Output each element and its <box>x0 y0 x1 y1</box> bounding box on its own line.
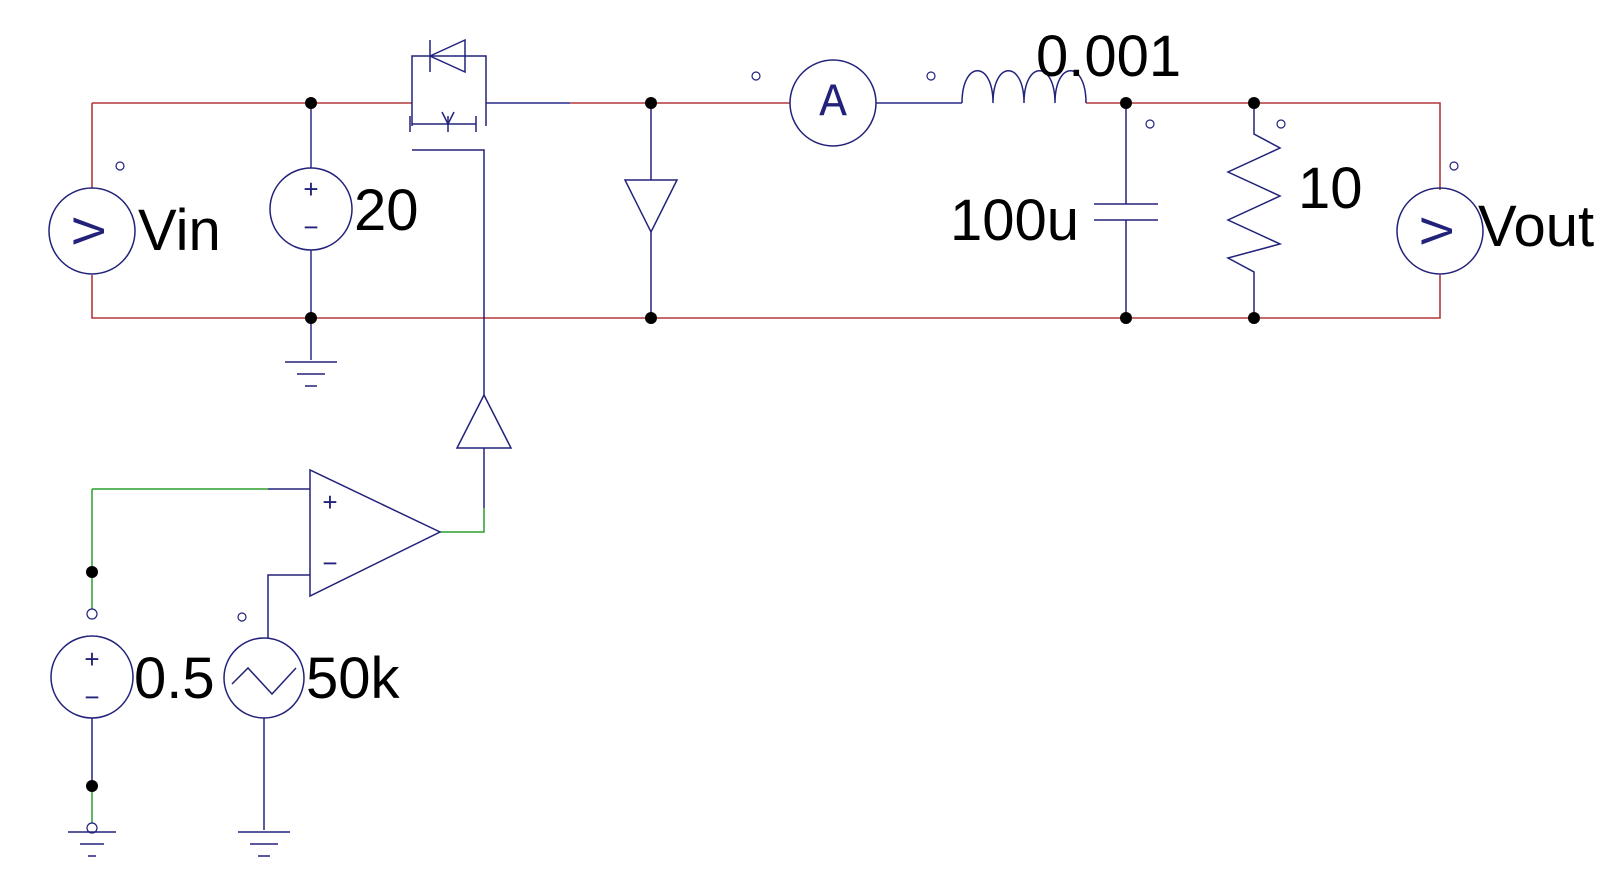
ground-symbol-dc <box>285 361 337 387</box>
capacitor-value: 100u <box>950 188 1079 253</box>
ref-source-plus-sign: + <box>84 644 99 674</box>
vout-label: Vout <box>1478 194 1594 259</box>
output-capacitor[interactable] <box>1094 103 1158 318</box>
freewheel-diode[interactable] <box>623 103 679 318</box>
triangle-wave-icon <box>231 666 297 696</box>
carrier-source-50k[interactable] <box>223 612 305 830</box>
opamp-plus-sign: + <box>322 487 337 517</box>
vin-voltmeter[interactable]: V <box>48 161 136 275</box>
vout-meter-symbol: V <box>1414 217 1466 245</box>
inductor-value: 0.001 <box>1036 24 1181 89</box>
carrier-source-value: 50k <box>306 646 401 711</box>
dc-source-plus-sign: + <box>303 174 318 204</box>
dc-source-value: 20 <box>354 178 419 243</box>
ref-source-value: 0.5 <box>134 646 215 711</box>
ground-symbol-ref <box>68 831 116 857</box>
top-rail <box>91 102 1441 190</box>
ammeter[interactable]: A <box>751 59 877 147</box>
ref-source-0-5[interactable]: + − <box>50 572 134 834</box>
load-resistor[interactable] <box>1225 103 1286 318</box>
dc-source-minus-sign: − <box>303 212 318 242</box>
vin-label: Vin <box>138 198 221 263</box>
ground-symbol-carrier <box>238 831 290 857</box>
resistor-value: 10 <box>1298 156 1363 221</box>
dc-source-20[interactable]: + − <box>269 103 353 360</box>
inductor[interactable] <box>926 70 1087 104</box>
vout-voltmeter[interactable]: V <box>1396 161 1484 275</box>
bottom-rail <box>91 275 1441 319</box>
mosfet-switch[interactable] <box>409 38 487 395</box>
ref-source-minus-sign: − <box>84 682 99 712</box>
body-diode-icon <box>428 38 466 74</box>
gate-driver-buffer[interactable] <box>440 393 513 533</box>
vin-meter-symbol: V <box>66 217 118 245</box>
ammeter-symbol: A <box>819 77 847 129</box>
opamp-minus-sign: − <box>322 548 337 578</box>
junction-nodes <box>86 97 1260 792</box>
comparator-opamp[interactable]: + − <box>91 468 442 638</box>
